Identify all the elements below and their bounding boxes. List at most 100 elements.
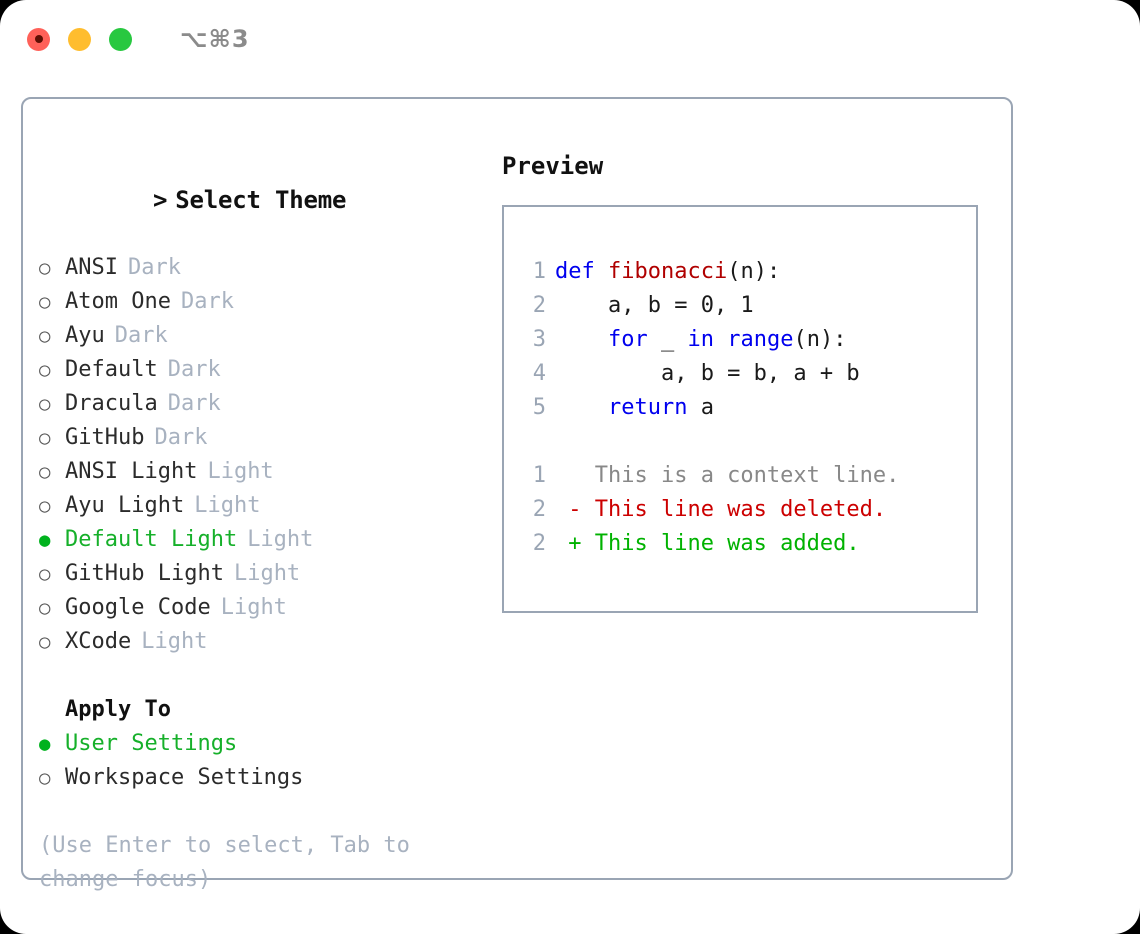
code-token: (n): <box>727 259 781 284</box>
theme-option-badge: Dark <box>114 323 168 348</box>
code-token: - This line was deleted. <box>555 497 887 522</box>
radio-unselected-icon[interactable]: ○ <box>39 393 51 415</box>
code-token: range <box>727 327 794 352</box>
window-controls <box>27 27 132 51</box>
radio-unselected-icon[interactable]: ○ <box>39 597 51 619</box>
theme-option-label: Default <box>65 357 158 382</box>
code-token: a, b = b, a + b <box>555 361 860 386</box>
radio-unselected-icon[interactable]: ○ <box>39 427 51 449</box>
apply-to-option-label: Workspace Settings <box>65 765 304 790</box>
theme-option-badge: Light <box>247 527 314 552</box>
theme-option-ansi-light[interactable]: ○ ANSI Light Light <box>39 455 499 489</box>
radio-unselected-icon[interactable]: ○ <box>39 631 51 653</box>
radio-selected-icon[interactable]: ● <box>39 733 51 755</box>
theme-option-badge: Dark <box>154 425 208 450</box>
radio-unselected-icon[interactable]: ○ <box>39 563 51 585</box>
apply-to-option-label: User Settings <box>65 731 238 756</box>
code-diff-spacer <box>524 425 976 459</box>
theme-option-ayu[interactable]: ○ Ayu Dark <box>39 319 499 353</box>
theme-option-label: GitHub Light <box>65 561 224 586</box>
line-number: 2 <box>532 497 546 522</box>
theme-option-label: Atom One <box>65 289 171 314</box>
code-token: _ <box>647 327 688 352</box>
theme-option-badge: Dark <box>127 255 181 280</box>
line-number: 1 <box>532 259 546 284</box>
theme-option-github[interactable]: ○ GitHub Dark <box>39 421 499 455</box>
window-titlebar: ⌥⌘3 <box>0 0 1140 78</box>
code-token: def <box>555 259 608 284</box>
code-token: (n): <box>793 327 847 352</box>
theme-option-github-light[interactable]: ○ GitHub Light Light <box>39 557 499 591</box>
line-number: 2 <box>532 531 546 556</box>
keyboard-shortcut-label: ⌥⌘3 <box>180 25 250 53</box>
apply-to-option-list[interactable]: ● User Settings ○ Workspace Settings <box>39 727 499 795</box>
code-line: 2 a, b = 0, 1 <box>524 289 976 323</box>
theme-option-badge: Light <box>233 561 301 586</box>
line-number: 5 <box>532 395 546 420</box>
apply-to-option-workspace-settings[interactable]: ○ Workspace Settings <box>39 761 499 795</box>
theme-option-badge: Dark <box>167 391 221 416</box>
theme-option-xcode[interactable]: ○ XCode Light <box>39 625 499 659</box>
theme-option-badge: Dark <box>167 357 221 382</box>
theme-option-default[interactable]: ○ Default Dark <box>39 353 499 387</box>
theme-option-default-light[interactable]: ● Default Light Light <box>39 523 499 557</box>
code-token: + This line was added. <box>555 531 860 556</box>
radio-unselected-icon[interactable]: ○ <box>39 461 51 483</box>
code-token: in <box>687 327 714 352</box>
code-token <box>714 327 727 352</box>
theme-option-google-code[interactable]: ○ Google Code Light <box>39 591 499 625</box>
code-token <box>555 395 608 420</box>
radio-unselected-icon[interactable]: ○ <box>39 495 51 517</box>
code-token: return <box>607 395 688 420</box>
keyboard-hint-text: (Use Enter to select, Tab to change focu… <box>39 833 424 892</box>
radio-unselected-icon[interactable]: ○ <box>39 257 51 279</box>
radio-unselected-icon[interactable]: ○ <box>39 325 51 347</box>
theme-option-badge: Light <box>194 493 261 518</box>
theme-option-label: ANSI Light <box>65 459 198 484</box>
theme-option-label: Ayu <box>65 323 105 348</box>
theme-option-label: Default Light <box>65 527 238 552</box>
theme-option-badge: Light <box>220 595 287 620</box>
code-token: a, b = 0, 1 <box>555 293 754 318</box>
apply-to-option-user-settings[interactable]: ● User Settings <box>39 727 499 761</box>
theme-option-badge: Dark <box>180 289 234 314</box>
line-number: 1 <box>532 463 546 488</box>
maximize-button-icon[interactable] <box>109 27 132 51</box>
minimize-button-icon[interactable] <box>68 27 91 51</box>
preview-heading: Preview <box>502 152 604 180</box>
diff-sample: 1 This is a context line. 2 - This line w… <box>524 459 976 561</box>
code-token: a <box>687 395 714 420</box>
radio-unselected-icon[interactable]: ○ <box>39 359 51 381</box>
theme-option-label: Dracula <box>65 391 158 416</box>
radio-unselected-icon[interactable]: ○ <box>39 767 51 789</box>
theme-option-label: Google Code <box>65 595 211 620</box>
code-token: for <box>607 327 648 352</box>
apply-to-heading: Apply To <box>65 697 171 722</box>
close-button-icon[interactable] <box>27 27 50 51</box>
theme-option-badge: Light <box>141 629 208 654</box>
theme-option-label: XCode <box>65 629 132 654</box>
code-token: This is a context line. <box>555 463 900 488</box>
code-token: fibonacci <box>607 259 728 284</box>
diff-line: 2 - This line was deleted. <box>524 493 976 527</box>
line-number: 3 <box>532 327 546 352</box>
theme-option-badge: Light <box>207 459 274 484</box>
theme-option-label: GitHub <box>65 425 145 450</box>
code-line: 1 def fibonacci(n): <box>524 255 976 289</box>
theme-option-atom-one[interactable]: ○ Atom One Dark <box>39 285 499 319</box>
code-line: 5 return a <box>524 391 976 425</box>
line-number: 4 <box>532 361 546 386</box>
diff-line: 2 + This line was added. <box>524 527 976 561</box>
radio-selected-icon[interactable]: ● <box>39 529 51 551</box>
radio-unselected-icon[interactable]: ○ <box>39 291 51 313</box>
theme-option-dracula[interactable]: ○ Dracula Dark <box>39 387 499 421</box>
code-line: 4 a, b = b, a + b <box>524 357 976 391</box>
